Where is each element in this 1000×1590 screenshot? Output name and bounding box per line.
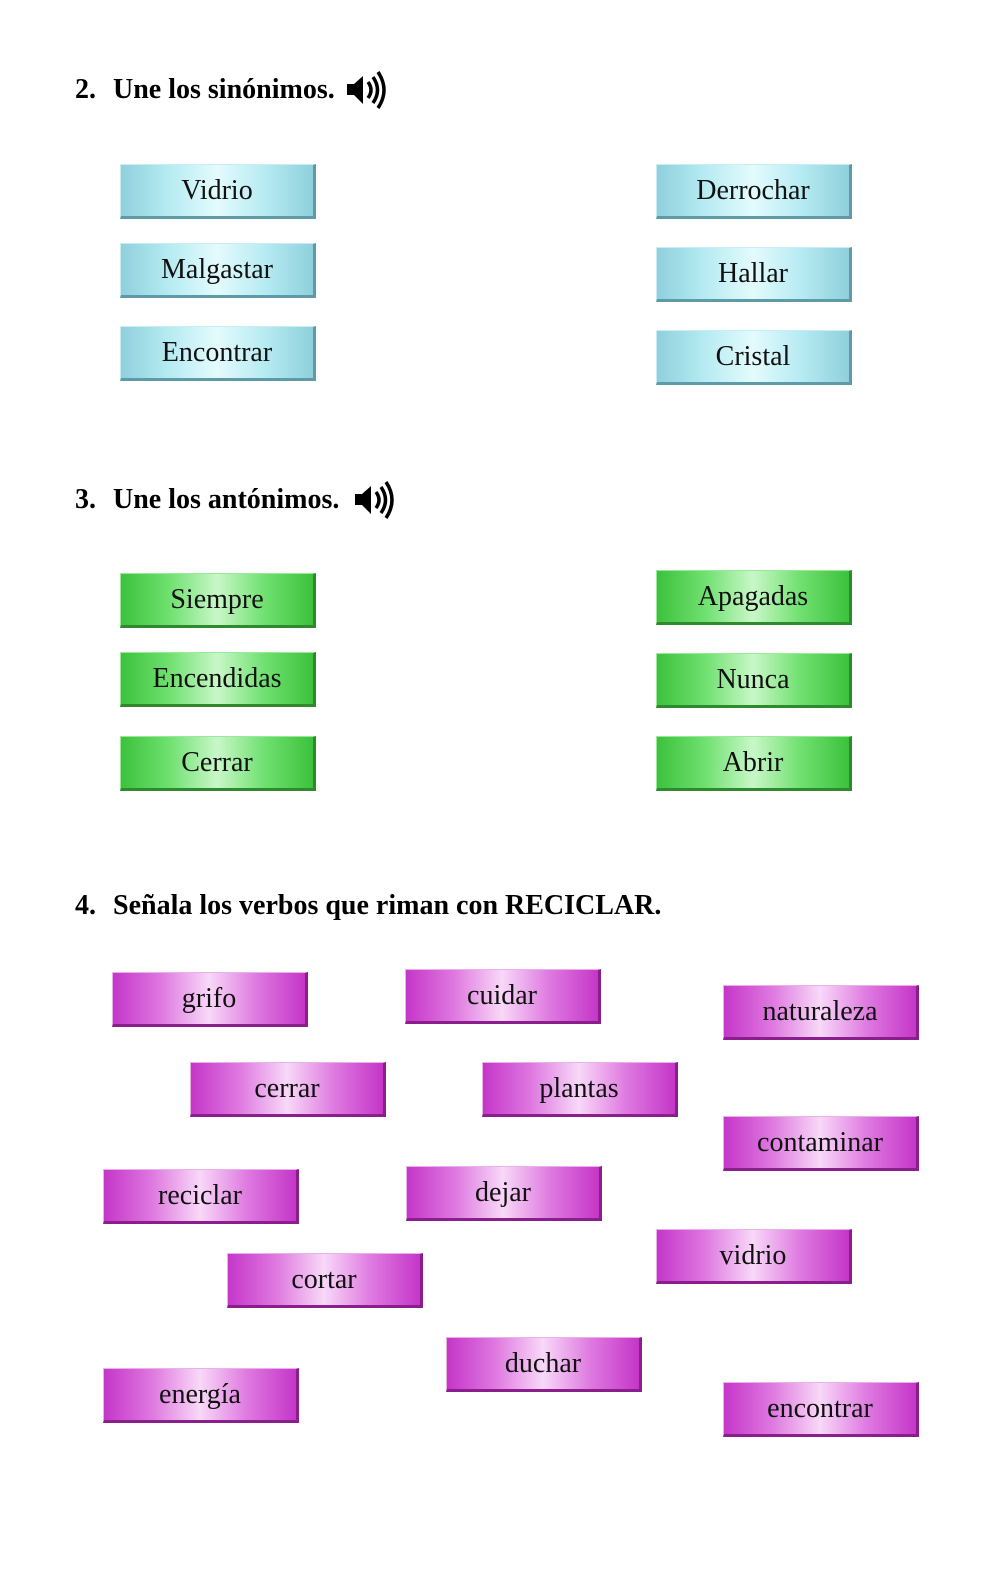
speaker-icon[interactable] bbox=[353, 480, 397, 520]
synonym-card-cristal[interactable]: Cristal bbox=[656, 330, 852, 385]
section-3-heading: 3. Une los antónimos. bbox=[75, 480, 397, 520]
section-4-number: 4. bbox=[75, 890, 96, 921]
rhyme-word-cerrar[interactable]: cerrar bbox=[190, 1062, 386, 1117]
synonym-card-malgastar[interactable]: Malgastar bbox=[120, 243, 316, 298]
antonym-card-nunca[interactable]: Nunca bbox=[656, 653, 852, 708]
rhyme-word-vidrio[interactable]: vidrio bbox=[656, 1229, 852, 1284]
rhyme-word-duchar[interactable]: duchar bbox=[446, 1337, 642, 1392]
section-4-heading: 4. Señala los verbos que riman con RECIC… bbox=[75, 890, 661, 922]
synonym-card-encontrar[interactable]: Encontrar bbox=[120, 326, 316, 381]
section-3-number: 3. bbox=[75, 484, 96, 515]
rhyme-word-plantas[interactable]: plantas bbox=[482, 1062, 678, 1117]
rhyme-word-contaminar[interactable]: contaminar bbox=[723, 1116, 919, 1171]
rhyme-word-reciclar[interactable]: reciclar bbox=[103, 1169, 299, 1224]
section-2-number: 2. bbox=[75, 74, 96, 105]
section-4-title: Señala los verbos que riman con RECICLAR… bbox=[113, 890, 662, 921]
antonym-card-apagadas[interactable]: Apagadas bbox=[656, 570, 852, 625]
speaker-icon[interactable] bbox=[345, 70, 389, 110]
section-2-heading: 2. Une los sinónimos. bbox=[75, 70, 389, 110]
antonym-card-encendidas[interactable]: Encendidas bbox=[120, 652, 316, 707]
section-2-title: Une los sinónimos. bbox=[113, 74, 335, 105]
rhyme-word-dejar[interactable]: dejar bbox=[406, 1166, 602, 1221]
synonym-card-vidrio[interactable]: Vidrio bbox=[120, 164, 316, 219]
rhyme-word-cuidar[interactable]: cuidar bbox=[405, 969, 601, 1024]
synonym-card-hallar[interactable]: Hallar bbox=[656, 247, 852, 302]
section-3-title: Une los antónimos. bbox=[113, 484, 340, 515]
rhyme-word-energia[interactable]: energía bbox=[103, 1368, 299, 1423]
rhyme-word-grifo[interactable]: grifo bbox=[112, 972, 308, 1027]
synonym-card-derrochar[interactable]: Derrochar bbox=[656, 164, 852, 219]
rhyme-word-naturaleza[interactable]: naturaleza bbox=[723, 985, 919, 1040]
rhyme-word-encontrar[interactable]: encontrar bbox=[723, 1382, 919, 1437]
rhyme-word-cortar[interactable]: cortar bbox=[227, 1253, 423, 1308]
antonym-card-abrir[interactable]: Abrir bbox=[656, 736, 852, 791]
antonym-card-siempre[interactable]: Siempre bbox=[120, 573, 316, 628]
antonym-card-cerrar[interactable]: Cerrar bbox=[120, 736, 316, 791]
